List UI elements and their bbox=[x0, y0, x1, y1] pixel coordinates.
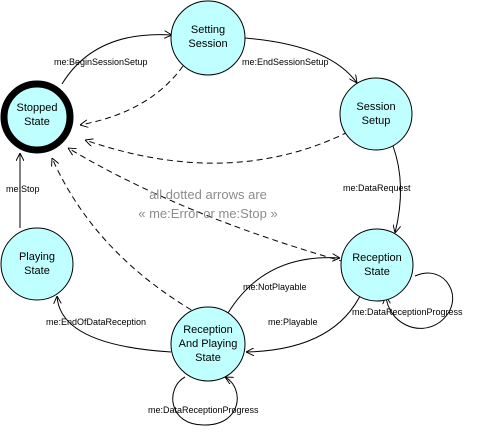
note-line-2: « me:Error or me:Stop » bbox=[138, 206, 277, 221]
arrow-end-of-data-reception bbox=[57, 296, 172, 353]
label-data-request: me:DataRequest bbox=[343, 183, 411, 193]
label-end-of-data-reception: me:EndOfDataReception bbox=[46, 317, 146, 327]
label-stop: me:Stop bbox=[6, 184, 40, 194]
state-playing[interactable]: Playing State bbox=[0, 227, 74, 301]
state-reception-line-1: Reception bbox=[352, 252, 402, 264]
state-playing-line-1: Playing bbox=[19, 251, 55, 263]
state-recplay-line-1: Reception bbox=[183, 324, 233, 336]
state-reception-and-playing[interactable]: Reception And Playing State bbox=[170, 306, 246, 382]
state-reception[interactable]: Reception State bbox=[340, 228, 414, 302]
state-session-setup[interactable]: Session Setup bbox=[339, 77, 413, 151]
arrow-playable bbox=[246, 291, 363, 352]
arrow-data-request bbox=[392, 145, 401, 233]
dashed-arrow-from-setup bbox=[85, 131, 349, 164]
state-setup-line-1: Session bbox=[356, 101, 395, 113]
label-playable: me:Playable bbox=[268, 317, 318, 327]
state-recplay-line-3: State bbox=[195, 352, 221, 364]
label-end-session-setup: me:EndSessionSetup bbox=[242, 57, 329, 67]
dashed-arrow-from-setting bbox=[80, 65, 184, 125]
state-setup-line-2: Setup bbox=[362, 115, 391, 127]
state-recplay-line-2: And Playing bbox=[179, 338, 238, 350]
arrow-not-playable bbox=[227, 258, 340, 314]
state-stopped[interactable]: Stopped State bbox=[0, 80, 74, 154]
arrow-end-session-setup bbox=[244, 37, 357, 83]
state-stopped-line-2: State bbox=[24, 116, 50, 128]
state-stopped-line-1: Stopped bbox=[17, 102, 58, 114]
label-not-playable: me:NotPlayable bbox=[243, 282, 307, 292]
state-setting-line-1: Setting bbox=[191, 24, 225, 36]
state-setting-session[interactable]: Setting Session bbox=[170, 0, 246, 76]
loop-reception-progress bbox=[386, 272, 453, 329]
label-begin-session-setup: me:BeginSessionSetup bbox=[54, 57, 148, 67]
label-reception-progress: me:DataReceptionProgress bbox=[352, 307, 463, 317]
state-playing-line-2: State bbox=[24, 265, 50, 277]
dashed-arrow-from-reception bbox=[68, 148, 346, 263]
label-recplay-progress: me:DataReceptionProgress bbox=[148, 405, 259, 415]
note-line-1: all dotted arrows are bbox=[149, 187, 267, 202]
state-setting-line-2: Session bbox=[188, 38, 227, 50]
arrow-begin-session-setup bbox=[61, 35, 172, 85]
dashed-arrow-from-recplay bbox=[52, 158, 201, 316]
loop-recplay-progress bbox=[172, 377, 238, 426]
state-reception-line-2: State bbox=[364, 266, 390, 278]
